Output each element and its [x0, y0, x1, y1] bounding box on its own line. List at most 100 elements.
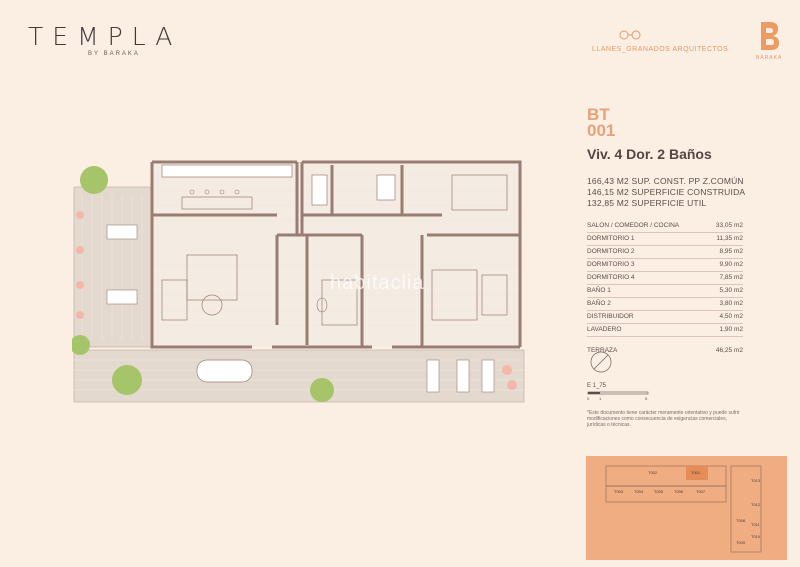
front-terrace: [73, 349, 525, 403]
architect-name: LLANES_GRANADOS ARQUITECTOS: [592, 46, 729, 53]
room-name: LAVADERO: [587, 326, 622, 333]
palm-plant: [72, 335, 90, 355]
room-table: SALON / COMEDOR / COCINA 33,05 m2 DORMITO…: [587, 220, 743, 357]
keyplan-unit: T008: [736, 518, 746, 523]
flower-plant: [507, 380, 517, 390]
side-lounger: [106, 224, 138, 240]
room-name: DORMITORIO 2: [587, 248, 635, 255]
brand-logo: TEMPLA: [28, 22, 182, 51]
room-name: SALON / COMEDOR / COCINA: [587, 222, 680, 229]
shower: [376, 174, 396, 201]
room-area: 33,05 m2: [715, 222, 743, 229]
room-area: 7,85 m2: [719, 274, 744, 281]
room-row: DORMITORIO 1 11,35 m2: [587, 233, 743, 246]
keyplan-unit: T001: [691, 470, 701, 475]
sofa: [161, 279, 188, 321]
room-row: DORMITORIO 4 7,85 m2: [587, 272, 743, 285]
room-name: TERRAZA: [587, 347, 618, 354]
keyplan-unit: T003: [614, 489, 624, 494]
flower-plant: [502, 365, 512, 375]
unit-code: BT 001: [587, 105, 616, 140]
room-row: BAÑO 2 3,80 m2: [587, 298, 743, 311]
baraka-logo-text: BARAKA: [756, 55, 783, 61]
toilet: [316, 297, 328, 313]
sun-lounger: [456, 359, 470, 393]
coffee-table: [201, 294, 223, 316]
keyplan-unit: T007: [696, 489, 706, 494]
brand-sub: BY BARAKA: [88, 51, 140, 57]
keyplan-unit: T013: [751, 478, 761, 483]
keyplan-unit: T009: [736, 540, 746, 545]
scale-label: E 1_75: [587, 383, 607, 389]
key-plan-drawing: T002 T001 T003 T004 T005 T006 T007 T013 …: [605, 465, 762, 553]
room-row: BAÑO 1 5,30 m2: [587, 285, 743, 298]
palm-plant: [310, 378, 334, 402]
room-name: BAÑO 1: [587, 287, 611, 294]
keyplan-unit: T010: [751, 534, 761, 539]
rug: [186, 254, 238, 301]
flower-plant: [76, 311, 84, 319]
disclaimer-note: *Este documento tiene carácter meramente…: [587, 410, 740, 428]
scale-tick: 0: [587, 396, 590, 401]
flower-plant: [76, 281, 84, 289]
scale-tick: 1: [599, 396, 602, 401]
room-row: DORMITORIO 2 8,95 m2: [587, 246, 743, 259]
room-row: LAVADERO 1,90 m2: [587, 324, 743, 337]
kitchen-counter: [161, 164, 293, 178]
compass-icon: [590, 351, 612, 373]
room-row: SALON / COMEDOR / COCINA 33,05 m2: [587, 220, 743, 233]
flower-plant: [76, 211, 84, 219]
scale-bar: 0 1 5: [587, 391, 649, 401]
keyplan-unit: T002: [648, 470, 658, 475]
room-area: 11,35 m2: [716, 235, 743, 242]
unit-code-line1: BT: [587, 105, 610, 124]
scale-tick: 5: [645, 396, 648, 401]
palm-plant: [80, 166, 108, 194]
side-lounger: [106, 289, 138, 305]
room-area: 8,95 m2: [719, 248, 744, 255]
room-name: DORMITORIO 3: [587, 261, 635, 268]
room-area: 46,25 m2: [715, 347, 743, 354]
surface-built: 146,15 M2 SUPERFICIE CONSTRUIDA: [587, 187, 746, 197]
room-name: BAÑO 2: [587, 300, 611, 307]
keyplan-unit: T004: [634, 489, 644, 494]
key-plan: T002 T001 T003 T004 T005 T006 T007 T013 …: [586, 456, 787, 560]
terraza-row: TERRAZA 46,25 m2: [587, 345, 743, 357]
keyplan-unit: T012: [751, 502, 761, 507]
outdoor-dining-table: [196, 359, 253, 383]
flower-plant: [76, 246, 84, 254]
watermark: habitaclia: [330, 272, 425, 294]
room-area: 1,90 m2: [719, 326, 744, 333]
room-row: DISTRIBUIDOR 4,50 m2: [587, 311, 743, 324]
plants: [72, 166, 517, 402]
room-name: DORMITORIO 1: [587, 235, 635, 242]
keyplan-unit: T005: [654, 489, 664, 494]
room-area: 4,50 m2: [719, 313, 744, 320]
surface-common: 166,43 M2 SUP. CONST. PP Z.COMÚN: [587, 176, 744, 186]
bed: [431, 269, 478, 321]
sun-lounger: [426, 359, 440, 393]
unit-code-line2: 001: [587, 121, 616, 140]
glasses-icon: [619, 30, 641, 40]
room-area: 3,80 m2: [719, 300, 744, 307]
bed: [481, 274, 508, 316]
bed: [451, 174, 508, 211]
baraka-logo-icon: [761, 22, 779, 50]
sun-lounger: [481, 359, 495, 393]
walls: [150, 160, 522, 349]
interior-floor: [152, 162, 522, 347]
room-name: DISTRIBUIDOR: [587, 313, 634, 320]
room-row: DORMITORIO 3 9,90 m2: [587, 259, 743, 272]
room-area: 9,90 m2: [719, 261, 744, 268]
keyplan-unit: T006: [674, 489, 684, 494]
room-area: 5,30 m2: [719, 287, 744, 294]
side-terrace: [73, 186, 153, 348]
bed: [321, 279, 358, 326]
bathtub: [311, 174, 328, 206]
kitchen-island: [181, 196, 253, 210]
floor-plan: [72, 160, 525, 403]
surface-useful: 132,85 M2 SUPERFICIE UTIL: [587, 198, 707, 208]
unit-title: Viv. 4 Dor. 2 Baños: [587, 146, 712, 162]
room-name: DORMITORIO 4: [587, 274, 635, 281]
palm-plant: [112, 365, 142, 395]
